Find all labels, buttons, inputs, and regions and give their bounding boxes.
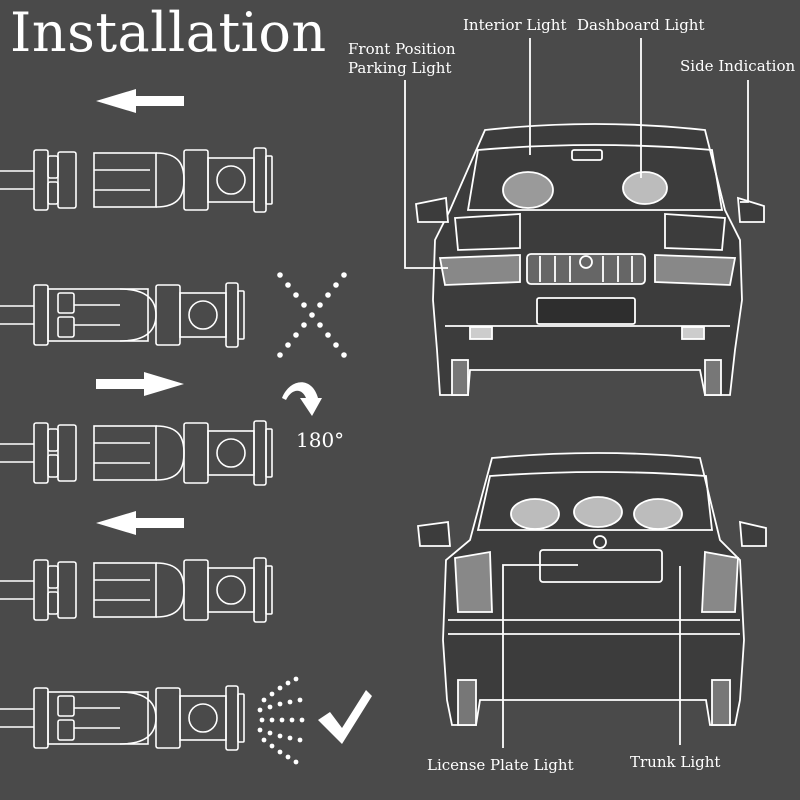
page-title: Installation [10,1,327,64]
rotate-arrow-icon [282,382,322,416]
callout-lines [404,38,749,748]
bulb-assembly-step-4 [0,557,273,623]
bulb-assembly-step-2 [0,282,245,348]
dotted-x-icon [277,272,347,358]
light-rays-icon [257,676,305,765]
bulb-assembly-step-3 [0,420,273,486]
label-interior-light: Interior Light [463,16,567,34]
bulb-assembly-step-1 [0,147,273,213]
label-parking-light: Parking Light [348,59,452,77]
car-front-view [415,123,765,396]
checkmark-icon [318,690,372,744]
bulb-assembly-step-5 [0,685,245,751]
label-side-indication: Side Indication [680,57,796,75]
label-license-plate-light: License Plate Light [427,756,574,774]
right-arrow-icon [96,372,184,396]
rotation-label: 180° [296,428,345,452]
label-trunk-light: Trunk Light [630,753,721,771]
car-rear-view [417,452,767,726]
left-arrow-icon [96,89,184,113]
left-arrow-icon [96,511,184,535]
label-dashboard-light: Dashboard Light [577,16,705,34]
label-front-position: Front Position [348,40,456,58]
